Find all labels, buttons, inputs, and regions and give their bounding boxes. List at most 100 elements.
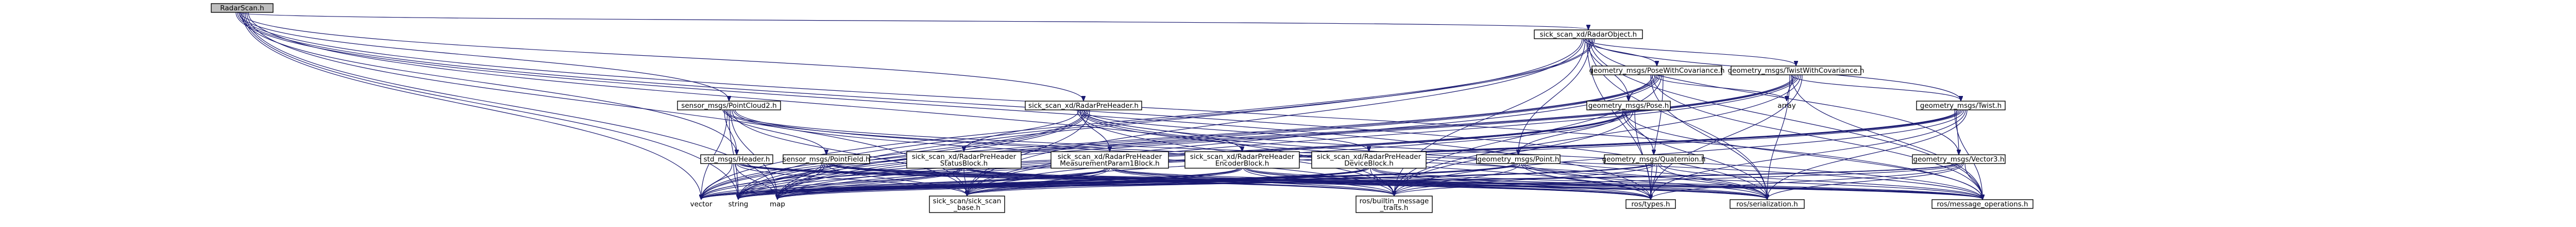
node-encoder_block[interactable]: sick_scan_xd/RadarPreHeaderEncoderBlock.… xyxy=(1184,151,1300,169)
edge-radarpreheader-to-sick_scan_base xyxy=(967,109,1090,196)
edge-status_block-to-vector xyxy=(701,168,960,199)
node-point[interactable]: geometry_msgs/Point.h xyxy=(1476,154,1561,164)
edge-meas_block-to-string xyxy=(738,168,1107,199)
node-label-ros_message_ops-0: ros/message_operations.h xyxy=(1937,200,2028,208)
node-meas_block[interactable]: sick_scan_xd/RadarPreHeaderMeasurementPa… xyxy=(1050,151,1169,169)
node-radarpreheader[interactable]: sick_scan_xd/RadarPreHeader.h xyxy=(1025,101,1142,110)
node-label-radarscan-0: RadarScan.h xyxy=(220,4,264,12)
node-box-quaternion xyxy=(1604,154,1704,164)
node-array: array xyxy=(1777,102,1795,110)
node-box-sick_scan_base xyxy=(929,196,1005,213)
node-quaternion[interactable]: geometry_msgs/Quaternion.h xyxy=(1602,154,1706,164)
edge-std_header-to-map xyxy=(735,163,777,199)
edge-pose_cov-to-ros_types xyxy=(1651,74,1664,199)
edge-pointcloud2-to-pointfield xyxy=(725,109,826,154)
node-twist_cov[interactable]: geometry_msgs/TwistWithCovariance.h xyxy=(1728,66,1865,75)
edge-point-to-ros_types xyxy=(1521,163,1651,199)
node-vector3[interactable]: geometry_msgs/Vector3.h xyxy=(1912,154,2006,164)
node-box-pointcloud2 xyxy=(677,101,781,110)
edge-pose_cov-to-ros_message_ops xyxy=(1652,74,1982,199)
node-ros_serialization[interactable]: ros/serialization.h xyxy=(1730,199,1805,209)
node-label-quaternion-0: geometry_msgs/Quaternion.h xyxy=(1602,155,1706,164)
edge-meas_block-to-map xyxy=(777,168,1109,199)
node-box-vector3 xyxy=(1912,154,2006,164)
edge-radarobject-to-ros_types xyxy=(1586,38,1651,199)
node-pointfield[interactable]: sensor_msgs/PointField.h xyxy=(783,154,870,164)
edge-status_block-to-ros_message_ops xyxy=(970,168,1982,199)
node-box-device_block xyxy=(1311,151,1427,169)
node-twist[interactable]: geometry_msgs/Twist.h xyxy=(1916,101,2006,110)
node-label-pose_cov-0: geometry_msgs/PoseWithCovariance.h xyxy=(1589,67,1724,75)
edge-radarscan-to-ros_serialization xyxy=(237,12,1767,199)
edge-pointcloud2-to-std_header xyxy=(724,109,737,154)
node-label-map-0: map xyxy=(770,200,785,208)
node-ros_message_ops[interactable]: ros/message_operations.h xyxy=(1931,199,2033,209)
node-box-ros_serialization xyxy=(1730,199,1805,209)
edge-twist_cov-to-ros_message_ops xyxy=(1791,74,1982,199)
edge-encoder_block-to-string xyxy=(738,168,1240,199)
node-std_header[interactable]: std_msgs/Header.h xyxy=(700,154,773,164)
edge-vector3-to-builtin_traits xyxy=(1394,163,1961,196)
node-box-status_block xyxy=(906,151,1022,169)
node-pointcloud2[interactable]: sensor_msgs/PointCloud2.h xyxy=(677,101,781,110)
edge-twist_cov-to-array xyxy=(1787,74,1793,101)
node-box-ros_types xyxy=(1625,199,1676,209)
node-label-point-0: geometry_msgs/Point.h xyxy=(1478,155,1560,164)
node-label-pointcloud2-0: sensor_msgs/PointCloud2.h xyxy=(681,102,776,110)
node-label-builtin_traits-1: _traits.h xyxy=(1380,204,1409,212)
edge-pose_cov-to-map xyxy=(777,74,1659,199)
node-box-radarpreheader xyxy=(1025,101,1142,110)
node-label-sick_scan_base-0: sick_scan/sick_scan xyxy=(933,197,1002,205)
node-label-device_block-0: sick_scan_xd/RadarPreHeader xyxy=(1317,153,1421,161)
edge-radarobject-to-twist_cov xyxy=(1585,38,1796,66)
node-label-array-0: array xyxy=(1777,102,1795,110)
edge-radarpreheader-to-device_block xyxy=(1083,109,1369,151)
node-label-status_block-1: StatusBlock.h xyxy=(940,159,988,168)
edge-radarscan-to-ros_types xyxy=(235,12,1651,199)
node-label-sick_scan_base-1: _base.h xyxy=(953,204,980,212)
edge-point-to-ros_message_ops xyxy=(1524,163,1982,199)
node-map: map xyxy=(770,200,785,208)
edge-pose-to-string xyxy=(738,109,1629,199)
edge-pose_cov-to-string xyxy=(738,74,1657,199)
edge-pointcloud2-to-sick_scan_base xyxy=(732,109,967,196)
node-box-radarscan xyxy=(211,3,274,13)
edge-radarpreheader-to-meas_block xyxy=(1080,109,1110,151)
node-box-meas_block xyxy=(1050,151,1169,169)
edge-twist_cov-to-vector xyxy=(701,74,1795,199)
edge-quaternion-to-ros_serialization xyxy=(1658,163,1767,199)
node-pose[interactable]: geometry_msgs/Pose.h xyxy=(1586,101,1671,110)
node-radarscan[interactable]: RadarScan.h xyxy=(211,3,274,13)
node-string: string xyxy=(728,200,749,208)
edge-radarscan-to-vector xyxy=(242,12,701,199)
node-radarobject[interactable]: sick_scan_xd/RadarObject.h xyxy=(1534,29,1643,39)
edge-std_header-to-vector xyxy=(701,163,733,199)
edge-pose-to-quaternion xyxy=(1625,109,1654,154)
node-box-std_header xyxy=(700,154,773,164)
node-pose_cov[interactable]: geometry_msgs/PoseWithCovariance.h xyxy=(1589,66,1725,75)
edge-vector3-to-sick_scan_base xyxy=(967,163,1959,196)
node-label-std_header-0: std_msgs/Header.h xyxy=(704,155,770,164)
edge-encoder_block-to-ros_message_ops xyxy=(1248,168,1982,199)
node-box-builtin_traits xyxy=(1355,196,1433,213)
node-label-encoder_block-0: sick_scan_xd/RadarPreHeader xyxy=(1190,153,1295,161)
node-label-device_block-1: DeviceBlock.h xyxy=(1344,159,1394,168)
node-label-status_block-0: sick_scan_xd/RadarPreHeader xyxy=(912,153,1016,161)
node-sick_scan_base[interactable]: sick_scan/sick_scan_base.h xyxy=(929,196,1005,213)
node-box-pose_cov xyxy=(1591,66,1722,75)
edge-twist_cov-to-string xyxy=(738,74,1797,199)
edge-radarscan-to-radarobject xyxy=(237,12,1588,29)
edge-pose-to-ros_message_ops xyxy=(1623,109,1982,199)
edge-pose-to-builtin_traits xyxy=(1394,109,1634,196)
node-builtin_traits[interactable]: ros/builtin_message_traits.h xyxy=(1355,196,1433,213)
node-label-ros_types-0: ros/types.h xyxy=(1631,200,1670,208)
edge-std_header-to-sick_scan_base xyxy=(736,163,967,196)
node-ros_types[interactable]: ros/types.h xyxy=(1625,199,1676,209)
edge-radarobject-to-pose_cov xyxy=(1583,38,1657,66)
edge-status_block-to-ros_types xyxy=(967,168,1651,199)
node-box-ros_message_ops xyxy=(1931,199,2033,209)
edge-twist_cov-to-map xyxy=(777,74,1798,199)
edge-encoder_block-to-vector xyxy=(701,168,1238,199)
